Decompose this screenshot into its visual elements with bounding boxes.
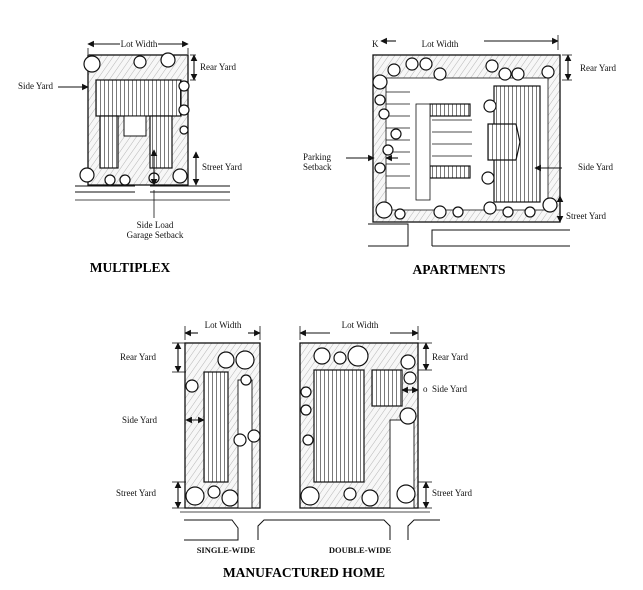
apartments-trees <box>372 57 558 220</box>
apartments-parking-label-line1: Parking <box>303 152 331 162</box>
multiplex-trees <box>79 52 190 186</box>
apartments-side-yard-label: Side Yard <box>578 162 614 172</box>
apartments-title: APARTMENTS <box>412 262 505 277</box>
multiplex-side-yard-label: Side Yard <box>18 81 54 91</box>
single-wide-street-yard-label: Street Yard <box>116 488 156 498</box>
single-wide-lot-width-label: Lot Width <box>205 320 242 330</box>
apartments-street-yard-label: Street Yard <box>566 211 606 221</box>
manufactured-diagram: Lot Width Rear Yard Side Yard Street Yar… <box>116 320 472 580</box>
apartments-parking <box>386 91 472 189</box>
single-wide-home <box>203 371 229 483</box>
multiplex-garage <box>123 115 147 137</box>
multiplex-street-yard-label: Street Yard <box>202 162 242 172</box>
single-wide-side-yard-label: Side Yard <box>122 415 158 425</box>
apartments-curb-right <box>431 229 570 247</box>
multiplex-building <box>95 79 182 117</box>
single-wide-curb <box>184 519 239 541</box>
double-wide-shed <box>371 369 403 407</box>
double-wide-side-yard-label-prefix: o <box>423 384 428 394</box>
apartments-curb-left <box>368 223 409 247</box>
middle-curb <box>257 519 391 540</box>
multiplex-wing-right <box>149 115 173 169</box>
multiplex-diagram: Lot Width Rear Yard Side Yard Street Yar… <box>18 39 242 275</box>
multiplex-title: MULTIPLEX <box>90 260 171 275</box>
multiplex-wing-left <box>99 115 119 169</box>
double-wide-caption: DOUBLE-WIDE <box>329 545 392 555</box>
single-wide-caption: SINGLE-WIDE <box>197 545 256 555</box>
apartments-island-bottom <box>429 165 471 179</box>
multiplex-garage-label-line1: Side Load <box>137 220 174 230</box>
apartments-entry <box>487 123 521 161</box>
multiplex-lot-width-label: Lot Width <box>121 39 158 49</box>
apartments-aisle <box>415 103 431 201</box>
apartments-lot-width-prefix: K <box>372 39 379 49</box>
apartments-parking-label-line2: Setback <box>303 162 332 172</box>
single-wide-trees <box>185 350 261 507</box>
multiplex-curb-left <box>75 185 135 193</box>
apartments-diagram: K Lot Width Rear Yard Side Yard Street Y… <box>303 35 616 277</box>
double-wide-rear-yard-label: Rear Yard <box>432 352 468 362</box>
double-wide-side-yard-label: Side Yard <box>432 384 468 394</box>
single-wide-rear-yard-label: Rear Yard <box>120 352 156 362</box>
double-wide-trees <box>300 345 417 507</box>
apartments-lot-width-label: Lot Width <box>422 39 459 49</box>
apartments-island-top <box>429 103 471 117</box>
double-wide-home <box>313 369 365 483</box>
multiplex-garage-label-line2: Garage Setback <box>127 230 184 240</box>
double-wide-street-yard-label: Street Yard <box>432 488 472 498</box>
multiplex-curb-right <box>150 185 230 193</box>
apartments-rear-yard-label: Rear Yard <box>580 63 616 73</box>
double-wide-lot-width-label: Lot Width <box>342 320 379 330</box>
multiplex-rear-yard-label: Rear Yard <box>200 62 236 72</box>
manufactured-title: MANUFACTURED HOME <box>223 565 385 580</box>
double-wide-curb <box>407 519 440 540</box>
